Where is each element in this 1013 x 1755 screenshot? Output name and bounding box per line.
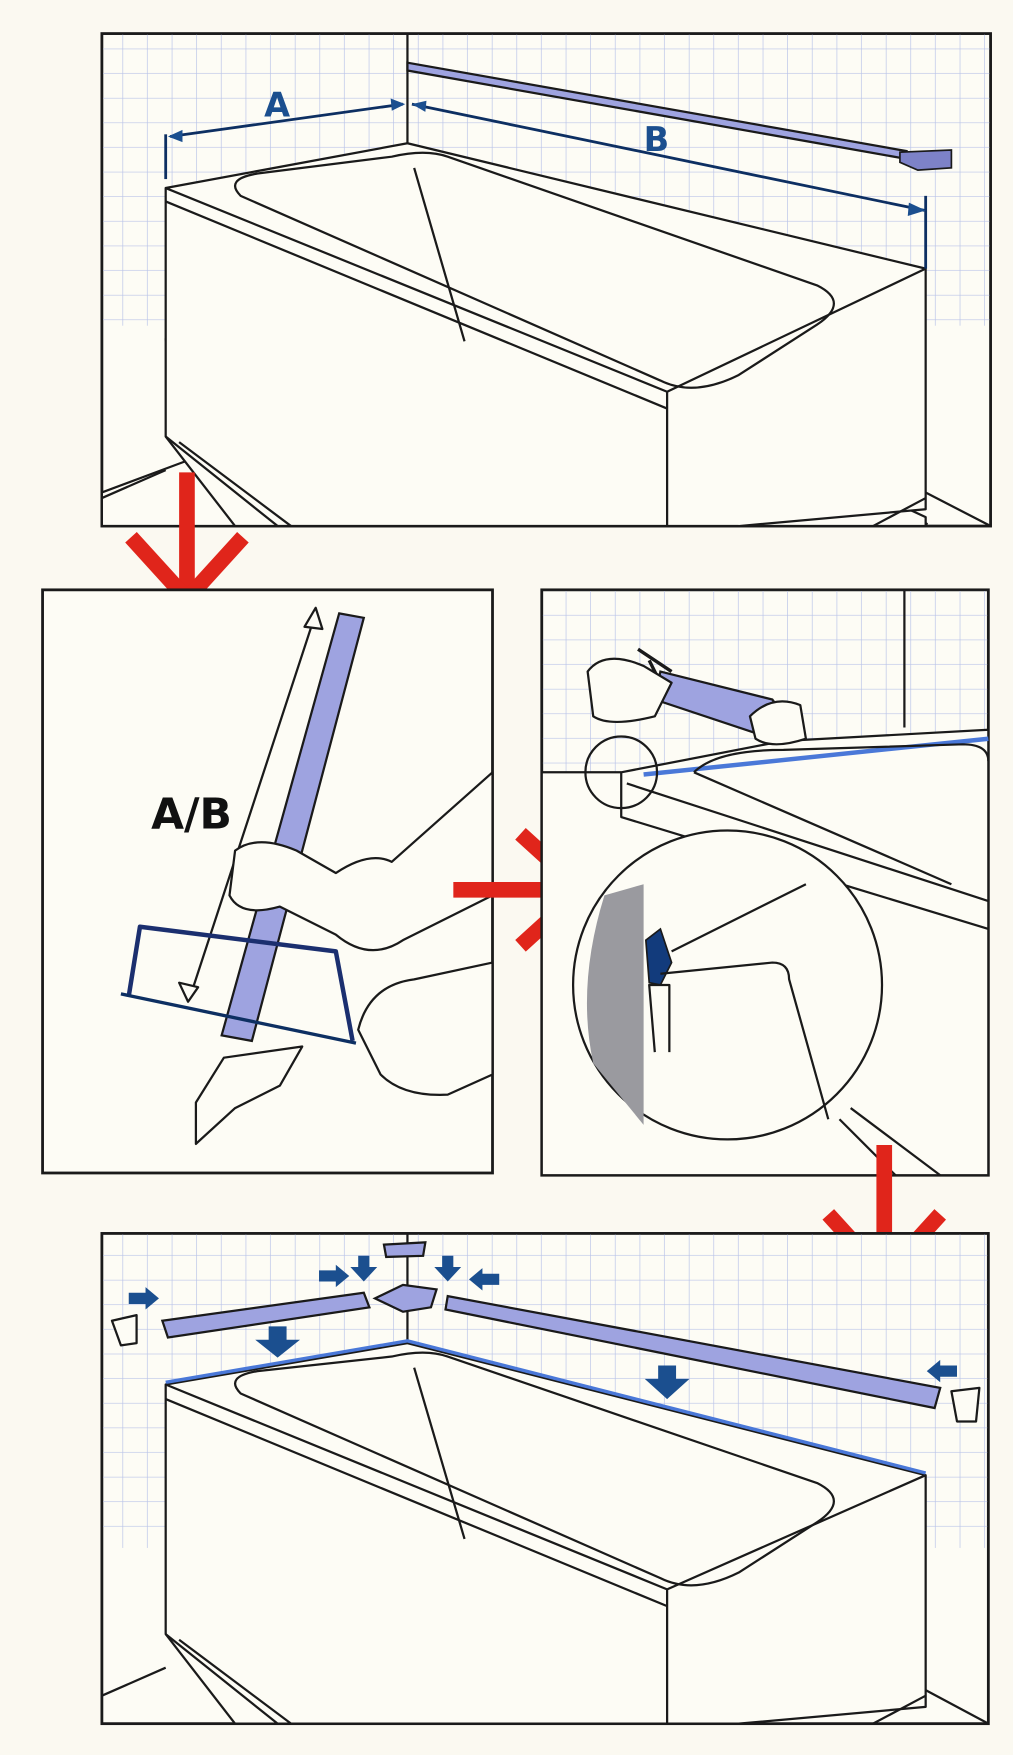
direction-arrows — [128, 1255, 958, 1400]
corner-piece — [372, 1283, 439, 1313]
cut-profile-piece — [194, 1045, 304, 1146]
bathtub — [164, 142, 927, 528]
step-3-apply-silicone-panel — [540, 588, 990, 1177]
dimension-a: A — [164, 85, 406, 180]
label-a: A — [264, 85, 290, 124]
detail-magnified-view — [571, 829, 884, 1141]
silicone-bead — [165, 1339, 927, 1475]
detail-callout-circle — [584, 735, 659, 810]
label-b: B — [644, 120, 670, 159]
step-2-cut-profile-panel: A/B — [41, 588, 494, 1175]
hand-lower — [357, 961, 494, 1096]
length-dimension — [177, 606, 324, 1003]
hacksaw — [120, 924, 357, 1045]
step-1-measure-panel: A B — [100, 32, 992, 528]
caulking-gun — [586, 647, 808, 746]
dimension-b: B — [411, 100, 928, 269]
profile-left — [160, 1291, 371, 1339]
bathtub — [164, 1341, 927, 1725]
corner-piece-top — [382, 1241, 427, 1259]
profile-right — [444, 1294, 942, 1410]
measuring-tape — [406, 61, 953, 171]
end-cap-right — [950, 1386, 981, 1423]
end-cap-left — [110, 1314, 138, 1347]
step-4-fit-profile-panel — [100, 1232, 990, 1726]
label-a-b: A/B — [151, 790, 232, 839]
